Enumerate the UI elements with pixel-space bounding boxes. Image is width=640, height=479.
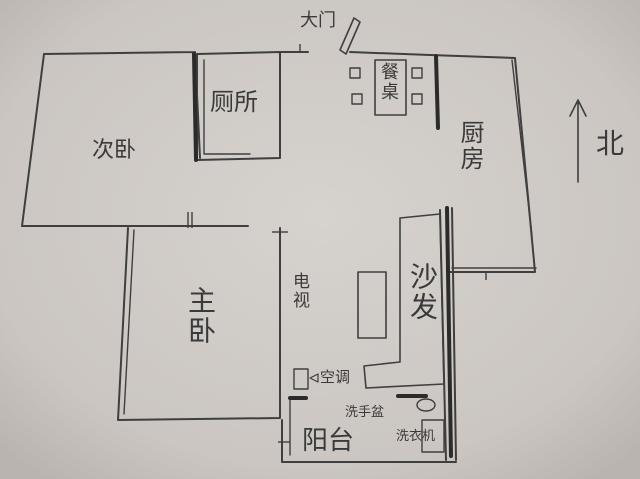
label-dining-table: 餐桌 — [378, 62, 399, 102]
balcony-walls — [281, 419, 457, 463]
label-master-bedroom: 主卧 — [184, 286, 217, 346]
kitchen-door-mark — [434, 54, 440, 130]
entrance-door — [339, 17, 361, 55]
label-balcony: 阳台 — [302, 426, 355, 456]
kitchen-inner-wall — [511, 59, 533, 237]
living-wall-mark — [445, 206, 453, 458]
washing-machine — [421, 419, 445, 453]
label-kitchen: 厨房 — [456, 120, 484, 172]
dining-table — [374, 59, 407, 116]
label-toilet: 厕所 — [210, 88, 258, 116]
coffee-table — [357, 271, 387, 339]
label-washing-machine: 洗衣机 — [396, 429, 436, 444]
dining-chair-3 — [411, 67, 423, 79]
ac-unit — [293, 368, 309, 390]
sofa — [363, 213, 445, 389]
label-tv: 电视 — [289, 272, 309, 310]
ac-arrow — [309, 373, 319, 383]
toilet-inner-walls — [203, 59, 251, 155]
master-bedroom-walls — [117, 227, 281, 421]
dining-chair-4 — [411, 93, 423, 105]
label-second-bedroom: 次卧 — [92, 138, 137, 163]
kitchen-walls — [429, 54, 536, 273]
toilet-door-mark — [192, 52, 198, 162]
north-arrow-icon — [569, 99, 587, 183]
master-bedroom-inner-wall — [123, 229, 135, 415]
label-ac: 空调 — [320, 368, 351, 386]
top-wall — [279, 51, 431, 56]
wash-basin — [416, 398, 436, 412]
label-sofa: 沙发 — [406, 262, 439, 322]
label-entrance: 大门 — [300, 10, 336, 31]
label-wash-basin: 洗手盆 — [345, 405, 385, 420]
dining-chair-2 — [351, 93, 363, 105]
wall-tick-1 — [187, 212, 193, 228]
label-north: 北 — [596, 127, 625, 160]
dining-chair-1 — [349, 67, 361, 79]
